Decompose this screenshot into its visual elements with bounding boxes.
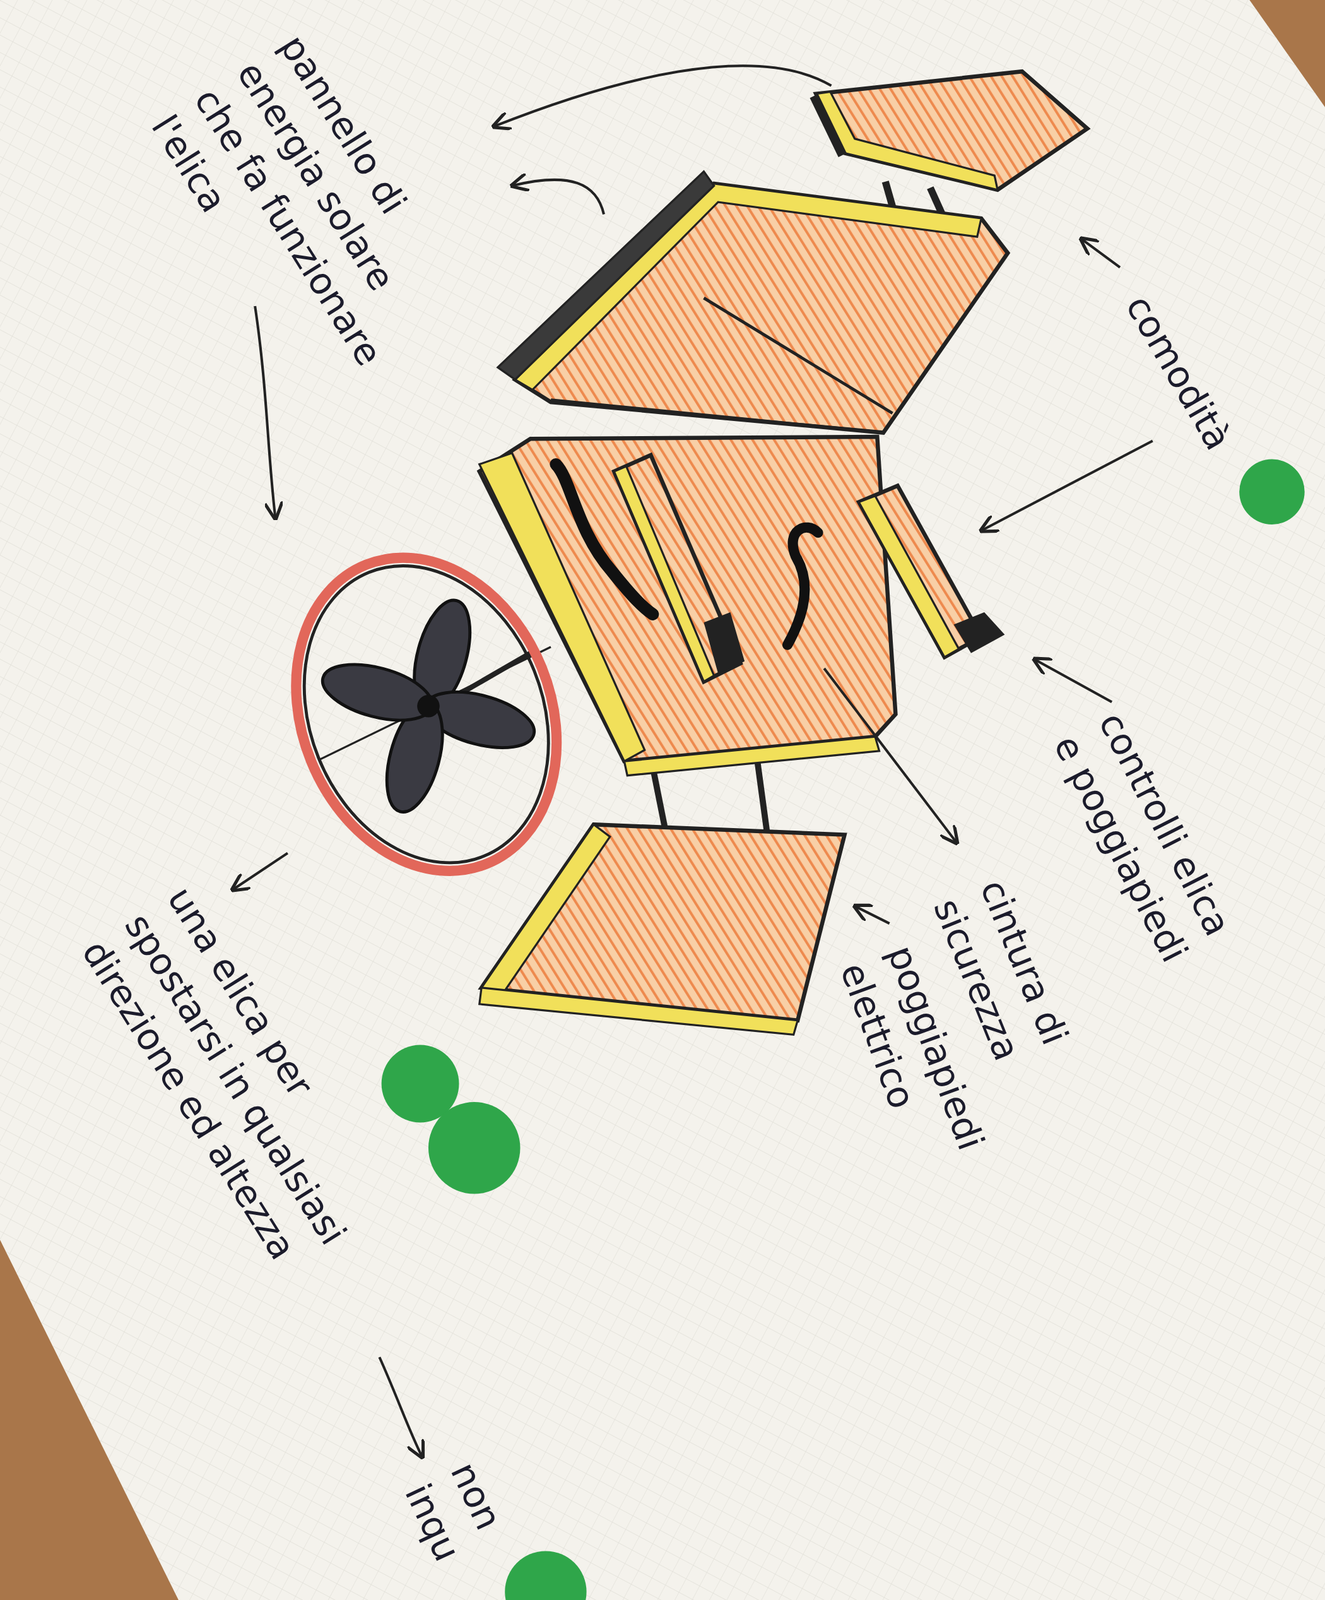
- seat-belt: [787, 527, 818, 645]
- electric-footrest: [481, 824, 845, 1020]
- headrest-edge: [815, 92, 998, 190]
- leader-arrow: [824, 668, 957, 843]
- headrest: [815, 71, 1088, 190]
- vote-sticker: [504, 1550, 587, 1600]
- annotation-label: comodità: [1114, 285, 1291, 541]
- headrest-side: [813, 95, 843, 156]
- propeller-hub: [417, 694, 440, 718]
- vote-sticker: [428, 1101, 520, 1194]
- leader-arrow: [981, 440, 1153, 530]
- seat-belt: [555, 464, 654, 615]
- leader-arrow: [493, 65, 831, 127]
- backrest-side: [497, 171, 715, 380]
- cushion-seam: [703, 297, 893, 414]
- leader-arrow: [232, 853, 288, 890]
- seat-edge: [479, 453, 645, 761]
- leader-arrow: [854, 906, 890, 924]
- leader-arrow: [1034, 658, 1112, 702]
- leader-arrow: [379, 1356, 423, 1457]
- control-panel: [703, 612, 745, 674]
- footrest-edge: [858, 495, 959, 657]
- annotation-label: non inqu: [393, 1453, 522, 1577]
- footrest-edge: [481, 824, 611, 998]
- leader-arrow: [512, 179, 604, 215]
- annotation-label: pannello di energia solare che fa funzio…: [140, 25, 488, 415]
- seat: [479, 436, 896, 761]
- armrest-edge: [613, 466, 714, 682]
- footrest-post: [653, 767, 666, 829]
- seat-edge: [624, 736, 879, 775]
- annotation-label: una elica per spostarsi in qualsiasi dir…: [70, 877, 410, 1295]
- footrest-post: [757, 757, 768, 833]
- propeller-blade: [316, 654, 438, 731]
- footrest-end: [954, 612, 1006, 654]
- vote-sticker: [1239, 459, 1305, 525]
- annotation-label: controlli elica e poggiapiedi: [1042, 703, 1251, 982]
- leader-arrow: [1081, 238, 1120, 267]
- seat-back-joint: [550, 400, 884, 433]
- footrest-edge: [479, 987, 798, 1035]
